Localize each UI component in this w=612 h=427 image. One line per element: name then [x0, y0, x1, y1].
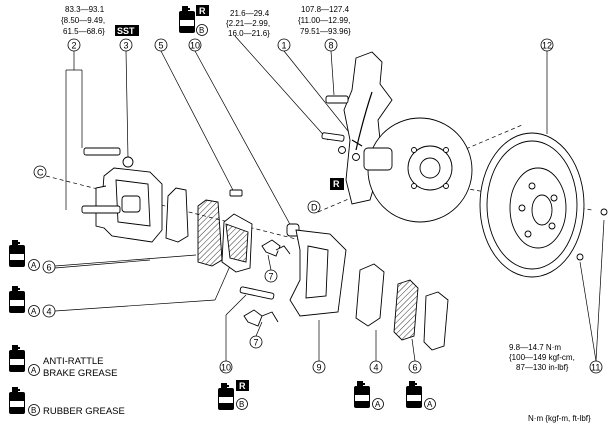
part-number-7-lower: 7 [249, 335, 263, 349]
svg-text:8: 8 [329, 41, 334, 51]
guide-pin [239, 286, 275, 300]
part-number-8: 8 [324, 38, 338, 52]
pad-spring-7-upper [261, 239, 291, 257]
hose-bolt-8 [321, 95, 360, 161]
svg-text:2: 2 [72, 41, 77, 51]
part-number-10-top: 10 [188, 38, 202, 52]
svg-text:107.8—127.4: 107.8—127.4 [301, 5, 350, 14]
svg-text:11: 11 [591, 363, 600, 373]
part-number-6-bottom: 6 [408, 360, 422, 374]
brake-caliper [81, 147, 163, 243]
shim-6-left [197, 199, 223, 267]
brake-pad-4-right [355, 263, 385, 327]
svg-text:C: C [37, 168, 44, 178]
svg-text:12: 12 [542, 41, 552, 51]
replace-tag-top: R [196, 5, 209, 16]
torque-spec-bolt-8: 107.8—127.4 {11.00—12.99, 79.51—93.96} [298, 5, 351, 36]
svg-text:6: 6 [47, 263, 52, 273]
grease-can-a-left-lower: A [9, 286, 40, 317]
svg-text:7: 7 [269, 272, 274, 282]
part-number-1: 1 [277, 38, 291, 52]
pad-shim-right [423, 291, 449, 351]
svg-text:A: A [31, 366, 37, 375]
part-number-3: 3 [119, 38, 133, 52]
svg-text:B: B [239, 400, 244, 409]
disc-screws-11 [576, 208, 608, 261]
svg-text:61.5—68.6}: 61.5—68.6} [63, 27, 105, 36]
grease-can-a-left-upper: A [9, 240, 40, 271]
torque-spec-bolt-2: 83.3—93.1 {8.50—9.49, 61.5—68.6} [61, 5, 105, 36]
svg-text:R: R [199, 6, 206, 16]
svg-text:A: A [31, 261, 37, 270]
torque-spec-hose-bolt: 21.6—29.4 {2.21—2.99, 16.0—21.6} [226, 9, 270, 38]
sst-tag: SST [115, 25, 139, 36]
svg-text:79.51—93.96}: 79.51—93.96} [300, 27, 351, 36]
svg-text:D: D [311, 203, 318, 213]
svg-text:16.0—21.6}: 16.0—21.6} [228, 29, 270, 38]
svg-text:R: R [239, 381, 246, 391]
svg-text:{2.21—2.99,: {2.21—2.99, [226, 19, 270, 28]
svg-text:{8.50—9.49,: {8.50—9.49, [61, 16, 105, 25]
units-note: N·m {kgf-m, ft-lbf} [528, 414, 591, 423]
part-number-4-bottom: 4 [369, 360, 383, 374]
brake-disc [479, 132, 585, 278]
brake-hose-1 [351, 91, 373, 151]
svg-text:87—130 in-lbf}: 87—130 in-lbf} [516, 363, 569, 372]
steering-knuckle [343, 51, 473, 223]
svg-text:9.8—14.7 N·m: 9.8—14.7 N·m [509, 343, 561, 352]
pad-shim-left [165, 187, 189, 243]
grease-can-a-bottom-6: A [406, 381, 436, 410]
grease-can-b-bottom: R B [218, 380, 249, 410]
wear-indicator-5 [229, 189, 243, 197]
marker-c: C [33, 165, 47, 179]
svg-text:21.6—29.4: 21.6—29.4 [230, 9, 270, 18]
part-number-11: 11 [589, 360, 603, 374]
part-number-12: 12 [540, 38, 554, 52]
svg-text:6: 6 [413, 363, 418, 373]
svg-text:BRAKE GREASE: BRAKE GREASE [43, 368, 117, 379]
svg-text:R: R [333, 179, 340, 189]
svg-text:ANTI-RATTLE: ANTI-RATTLE [43, 356, 104, 367]
svg-text:A: A [375, 400, 381, 409]
part-number-7-upper: 7 [264, 269, 278, 283]
part-number-9: 9 [312, 360, 326, 374]
svg-text:B: B [199, 26, 204, 35]
svg-text:RUBBER GREASE: RUBBER GREASE [43, 406, 125, 417]
svg-text:83.3—93.1: 83.3—93.1 [65, 5, 105, 14]
part-number-5: 5 [154, 38, 168, 52]
part-number-2: 2 [67, 38, 81, 52]
svg-text:10: 10 [190, 41, 200, 51]
svg-text:9: 9 [317, 363, 322, 373]
replace-tag-knuckle: R [330, 178, 344, 190]
svg-text:1: 1 [282, 41, 287, 51]
svg-text:SST: SST [117, 26, 135, 36]
legend-anti-rattle-grease: A ANTI-RATTLE BRAKE GREASE [9, 345, 117, 379]
caliper-bracket [289, 229, 347, 317]
part-number-10-bottom: 10 [219, 360, 233, 374]
legend-rubber-grease: B RUBBER GREASE [9, 387, 125, 417]
svg-text:B: B [31, 406, 36, 415]
part-number-6-left: 6 [42, 260, 56, 274]
svg-text:A: A [427, 400, 433, 409]
shim-6-right [393, 279, 419, 341]
svg-text:4: 4 [374, 363, 379, 373]
svg-text:3: 3 [124, 41, 129, 51]
leader-lines [54, 35, 605, 362]
grease-can-a-bottom-4: A [354, 381, 384, 410]
marker-d-left: D [307, 200, 321, 214]
grease-can-b-top [179, 6, 195, 33]
svg-text:A: A [31, 307, 37, 316]
svg-text:5: 5 [159, 41, 164, 51]
svg-text:4: 4 [47, 307, 52, 317]
svg-text:{11.00—12.99,: {11.00—12.99, [298, 16, 350, 25]
part-number-4-left: 4 [42, 304, 56, 318]
svg-text:7: 7 [254, 338, 259, 348]
svg-text:10: 10 [221, 363, 231, 373]
brake-pad-4-left [221, 213, 253, 273]
svg-text:{100—149 kgf-cm,: {100—149 kgf-cm, [509, 353, 575, 362]
torque-spec-bolt-11: 9.8—14.7 N·m {100—149 kgf-cm, 87—130 in-… [509, 343, 575, 372]
circled-b-top: B [196, 24, 208, 36]
pad-spring-7-lower [243, 309, 279, 327]
